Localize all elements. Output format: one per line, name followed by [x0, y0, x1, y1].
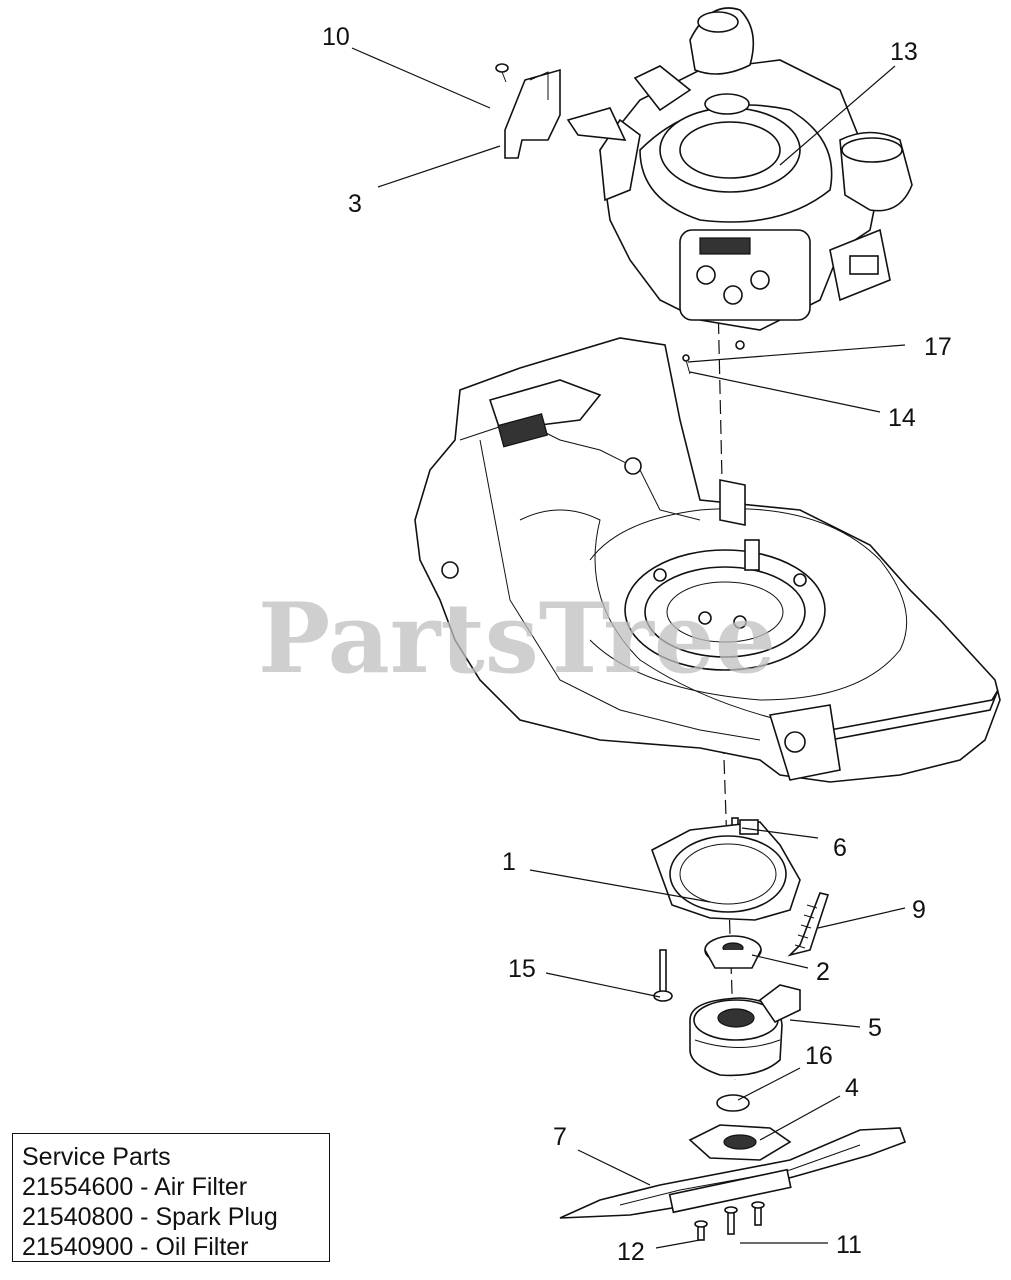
- blade-screw: [694, 1220, 708, 1241]
- bracket-screw: [495, 63, 509, 83]
- callout-3: 3: [348, 190, 362, 218]
- blade-support: [688, 1124, 792, 1161]
- callout-13: 13: [890, 38, 918, 66]
- blade-brake-plate: [651, 819, 801, 921]
- service-part-air-filter: 21554600 - Air Filter: [22, 1173, 248, 1201]
- mower-blade: [559, 1127, 907, 1219]
- callout-4: 4: [845, 1074, 859, 1102]
- leader-lines: [351, 47, 906, 1249]
- callout-2: 2: [816, 958, 830, 986]
- callout-17: 17: [924, 333, 952, 361]
- engine: [566, 7, 913, 331]
- callout-6: 6: [833, 834, 847, 862]
- service-part-oil-filter: 21540900 - Oil Filter: [22, 1233, 249, 1261]
- callout-1: 1: [502, 848, 516, 876]
- callout-11: 11: [836, 1231, 862, 1259]
- mower-deck: [414, 337, 1001, 783]
- blade-bolt: [724, 1201, 765, 1235]
- callout-5: 5: [868, 1014, 882, 1042]
- callout-9: 9: [912, 896, 926, 924]
- service-part-spark-plug: 21540800 - Spark Plug: [22, 1203, 278, 1231]
- callout-10: 10: [322, 23, 350, 51]
- callout-14: 14: [888, 404, 916, 432]
- watermark: PartsTree: [258, 582, 776, 695]
- engine-washer: [735, 340, 745, 350]
- callout-12: 12: [617, 1238, 645, 1266]
- engine-bolt: [682, 354, 691, 375]
- engine-bracket: [504, 68, 561, 159]
- callout-16: 16: [805, 1042, 833, 1070]
- brake-spring: [787, 892, 830, 957]
- callout-7: 7: [553, 1123, 567, 1151]
- service-parts-box: Service Parts 21554600 - Air Filter 2154…: [12, 1133, 330, 1262]
- callout-15: 15: [508, 955, 536, 983]
- long-bolt: [653, 949, 673, 1002]
- blade-clutch: [689, 984, 801, 1077]
- service-parts-title: Service Parts: [22, 1143, 171, 1171]
- blade-adapter: [704, 935, 762, 969]
